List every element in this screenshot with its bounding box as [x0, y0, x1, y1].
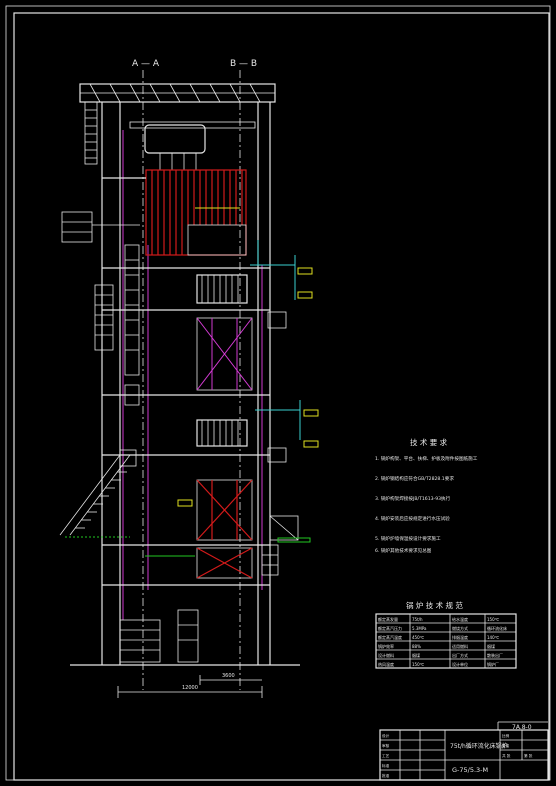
- furnace-wall: [145, 169, 247, 256]
- tech-note-5: 5. 锅炉炉墙保温按设计要求施工: [375, 535, 441, 542]
- left-box: [124, 384, 140, 406]
- title-block-name: 75t/h循环流化床锅炉: [450, 742, 508, 750]
- tb-cell-1: 审核: [382, 743, 390, 748]
- tb-cell-6: 重量: [502, 743, 510, 748]
- spec-r5-c0: 热风温度: [378, 661, 394, 667]
- spec-r2-c0: 额定蒸汽温度: [378, 634, 402, 640]
- title-block-number: G-75/5.3-M: [452, 766, 488, 774]
- spec-r3-c0: 锅炉效率: [378, 643, 394, 649]
- tech-note-6: 6. 锅炉其他技术要求见总图: [375, 547, 432, 554]
- roof-truss-webs: [89, 83, 261, 103]
- spec-r1-c1: 5.3MPa: [412, 626, 427, 631]
- boiler-elevation: 12000 3600: [59, 83, 319, 698]
- spec-table-title: 锅 炉 技 术 规 范: [406, 600, 463, 610]
- section-label-b: B — B: [230, 59, 257, 69]
- tech-note-3: 3. 锅炉构架焊接按JB/T1613-93执行: [375, 495, 451, 502]
- tb-cell-2: 工艺: [382, 753, 390, 758]
- pipe-tags: [177, 267, 319, 507]
- drum-platform: [129, 121, 256, 129]
- outer-frame: [5, 5, 551, 781]
- inclined-ladder: [59, 449, 137, 536]
- spec-r2-c1: 450℃: [412, 635, 425, 640]
- spec-r5-c1: 150℃: [412, 662, 425, 667]
- spec-r4-c3: 散装出厂: [487, 652, 503, 658]
- spec-r4-c2: 出厂方式: [452, 652, 468, 658]
- tb-cell-8: 第 张: [524, 753, 533, 758]
- economizer-bank: [196, 419, 248, 447]
- dimension-upper: 3600: [199, 673, 262, 685]
- tech-note-1: 1. 锅炉构架、平台、扶梯、护板及附件按图纸施工: [375, 455, 478, 462]
- drum-downcomers: [159, 153, 197, 170]
- tb-cell-7: 共 张: [502, 753, 511, 758]
- tech-notes-title: 技 术 要 求: [410, 437, 448, 447]
- tb-cell-3: 标准: [382, 763, 390, 768]
- inner-frame: [13, 12, 550, 781]
- spec-r5-c3: 锅炉厂: [487, 661, 499, 667]
- left-platform-1: [61, 211, 140, 243]
- section-label-a: A — A: [132, 59, 160, 69]
- spec-r1-c0: 额定蒸汽压力: [378, 625, 402, 631]
- top-stair: [84, 101, 98, 165]
- spec-r1-c3: 循环流化床: [487, 625, 507, 631]
- spec-r0-c2: 给水温度: [452, 616, 468, 622]
- spec-r0-c1: 75t/h: [412, 617, 423, 622]
- spec-r2-c2: 排烟温度: [452, 634, 468, 640]
- spec-r4-c0: 设计燃料: [378, 652, 394, 658]
- left-stair-1: [94, 284, 114, 351]
- superheater-bank: [196, 274, 248, 304]
- air-preheater: [196, 479, 253, 541]
- preheater-lower: [196, 547, 253, 579]
- spec-r4-c1: 烟煤: [412, 652, 420, 658]
- tb-cell-5: 比例: [502, 733, 510, 738]
- tb-cell-4: 批准: [382, 773, 390, 778]
- spec-r2-c3: 140℃: [487, 635, 500, 640]
- tech-note-2: 2. 锅炉钢结构应符合GB/T2828.1要求: [375, 475, 454, 482]
- spec-r0-c3: 150℃: [487, 617, 500, 622]
- spec-r5-c2: 设计单位: [452, 661, 468, 667]
- title-block: 7A.8-0 75t/h循环流化床锅炉 G-75/5.3-M 设计 审核 工艺 …: [379, 721, 549, 781]
- dimension-upper-label: 3600: [222, 673, 235, 679]
- floor-beams: [102, 177, 270, 586]
- right-lower-stair: [261, 544, 279, 576]
- upper-bracing-bay: [196, 317, 253, 391]
- spec-r0-c0: 额定蒸发量: [378, 616, 398, 622]
- furnace-outlet: [187, 224, 247, 256]
- dimension-lower-label: 12000: [182, 685, 198, 691]
- left-stair-2: [124, 244, 140, 376]
- tech-notes: 技 术 要 求 1. 锅炉构架、平台、扶梯、护板及附件按图纸施工 2. 锅炉钢结…: [375, 437, 478, 554]
- steam-pipes: [250, 240, 301, 440]
- tech-note-4: 4. 锅炉安装后应按规定进行水压试验: [375, 515, 450, 522]
- title-block-code: 7A.8-0: [512, 724, 532, 731]
- steam-drum: [144, 124, 206, 154]
- right-box-1: [267, 311, 287, 329]
- spec-r3-c1: 88%: [412, 644, 421, 649]
- tb-cell-0: 设计: [382, 733, 390, 738]
- bottom-base: [119, 609, 199, 663]
- right-box-2: [267, 447, 287, 463]
- furnace-tubes: [151, 170, 243, 255]
- spec-r3-c2: 适用燃料: [452, 643, 468, 649]
- right-stair: [269, 515, 299, 541]
- dimension-lower: 12000: [117, 685, 263, 698]
- spec-r1-c2: 燃烧方式: [452, 625, 468, 631]
- spec-table: 锅 炉 技 术 规 范 额定蒸发量 75t/h 给水温度 150℃ 额定蒸汽压力…: [375, 600, 517, 669]
- spec-r3-c3: 烟煤: [487, 643, 495, 649]
- right-green-platform: [277, 537, 311, 543]
